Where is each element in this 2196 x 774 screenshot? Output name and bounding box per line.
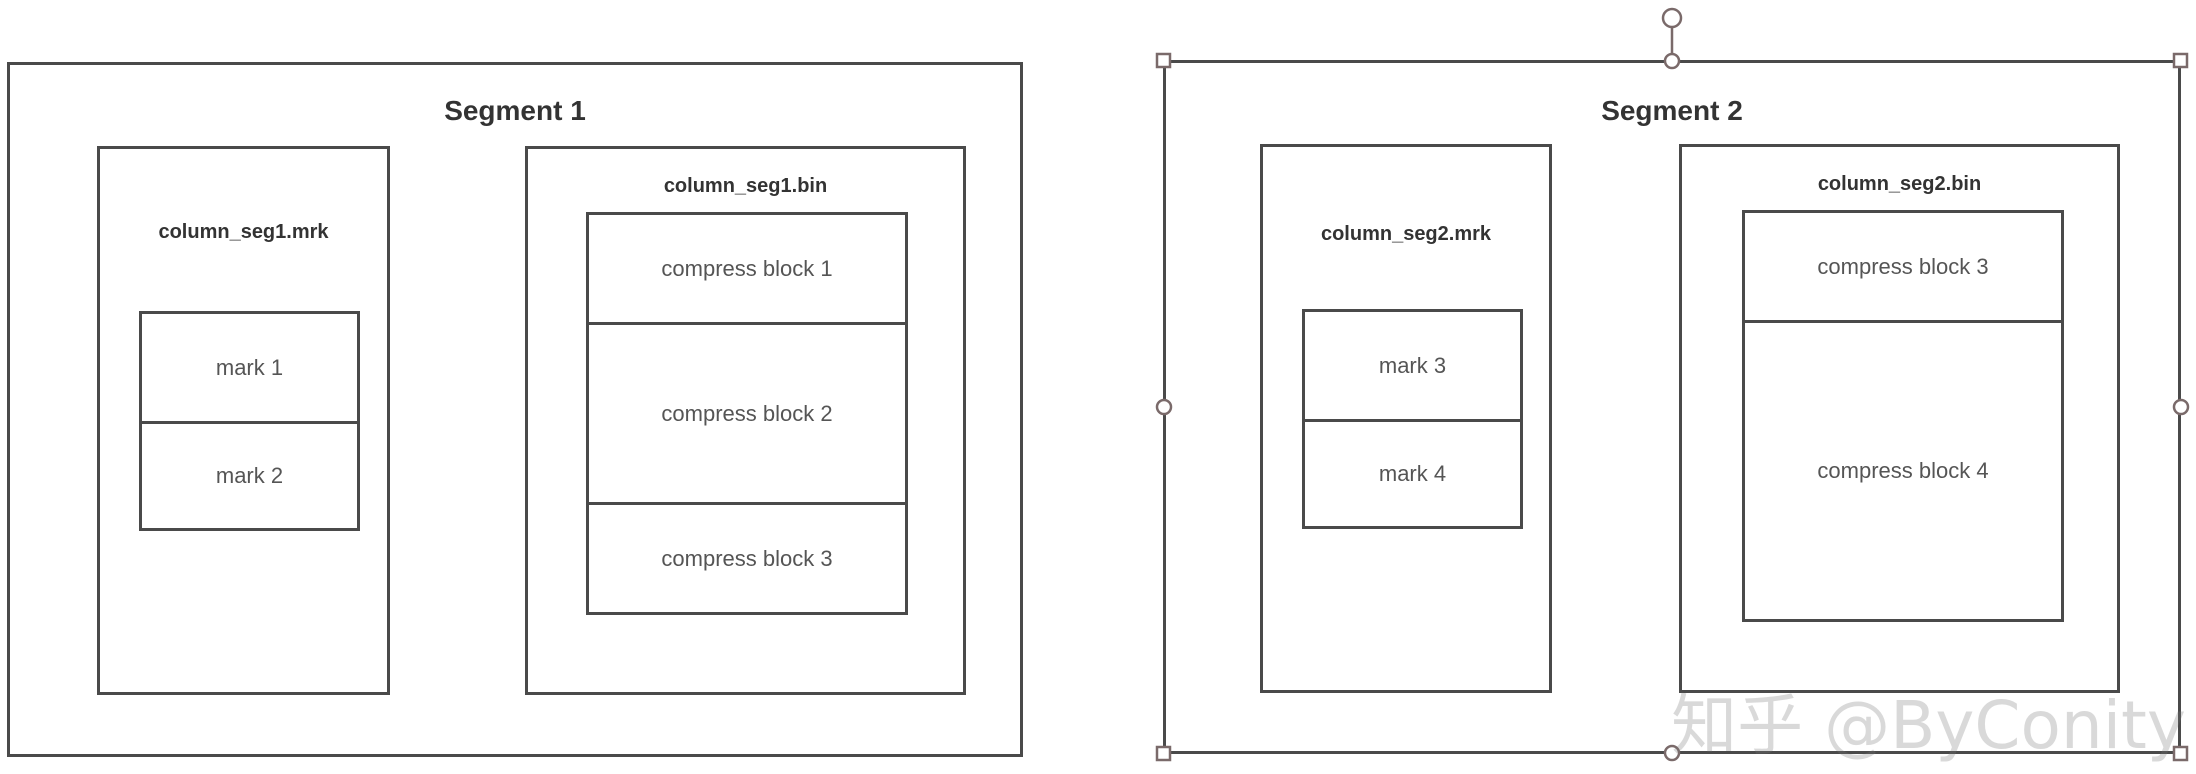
seg2-bin-file: column_seg2.bin compress block 3 compres… [1679,144,2120,693]
seg2-mrk-file: column_seg2.mrk mark 3 mark 4 [1260,144,1552,693]
seg2-bin-title: column_seg2.bin [1817,173,1982,195]
compress-block-cell: compress block 3 [1745,213,2061,320]
seg2-mrk-title: column_seg2.mrk [1320,223,1492,245]
resize-handle-bottom-right[interactable] [2172,745,2189,762]
compress-block-label: compress block 4 [1817,458,1989,483]
compress-block-label: compress block 1 [661,255,833,281]
mark-label: mark 4 [1378,461,1447,486]
mark-label: mark 1 [215,354,284,380]
mark-cell: mark 4 [1305,419,1520,526]
segment-2-title: Segment 2 [1601,95,1743,126]
mark-label: mark 2 [215,463,284,488]
resize-handle-right[interactable] [2172,398,2190,416]
compress-block-cell: compress block 1 [589,215,905,322]
resize-handle-top[interactable] [1663,52,1681,70]
resize-handle-top-left[interactable] [1155,52,1172,69]
seg1-bin-title: column_seg1.bin [663,175,828,197]
rotate-handle[interactable] [1661,7,1683,29]
compress-block-cell: compress block 3 [589,502,905,612]
resize-handle-left[interactable] [1155,398,1173,416]
seg2-marks: mark 3 mark 4 [1302,309,1523,529]
resize-handle-bottom-left[interactable] [1155,745,1172,762]
seg1-bin-file: column_seg1.bin compress block 1 compres… [525,146,966,695]
mark-cell: mark 1 [142,314,357,421]
seg1-mrk-file: column_seg1.mrk mark 1 mark 2 [97,146,390,695]
compress-block-label: compress block 2 [661,400,833,426]
mark-label: mark 3 [1378,352,1447,378]
seg2-blocks: compress block 3 compress block 4 [1742,210,2064,622]
watermark: 知乎 @ByConity [1671,687,2186,764]
segment-1-box: Segment 1 column_seg1.mrk mark 1 mark 2 … [7,62,1023,757]
compress-block-cell: compress block 2 [589,322,905,502]
seg1-mrk-title: column_seg1.mrk [158,221,329,243]
segment-1-title: Segment 1 [444,95,586,126]
seg1-marks: mark 1 mark 2 [139,311,360,531]
compress-block-label: compress block 3 [1817,253,1989,279]
compress-block-label: compress block 3 [661,545,833,571]
resize-handle-top-right[interactable] [2172,52,2189,69]
seg1-blocks: compress block 1 compress block 2 compre… [586,212,908,615]
mark-cell: mark 3 [1305,312,1520,419]
mark-cell: mark 2 [142,421,357,528]
compress-block-cell: compress block 4 [1745,320,2061,619]
resize-handle-bottom[interactable] [1663,744,1681,762]
